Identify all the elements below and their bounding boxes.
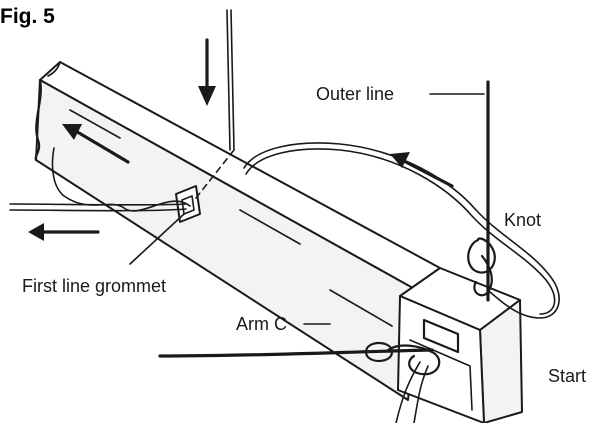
outer-knot: [467, 237, 496, 297]
start-line: [158, 348, 434, 358]
arrow-up-left-on-arm: [62, 124, 130, 164]
grommet-leader: [129, 213, 185, 265]
figure-title: Fig. 5: [0, 5, 55, 28]
start-block: [397, 267, 523, 423]
arrow-left: [28, 223, 100, 241]
outer-line-label: Outer line: [316, 84, 394, 104]
arrow-up-left-on-loop: [390, 152, 454, 188]
first-line-grommet-label: First line grommet: [22, 276, 166, 296]
start-label: Start: [548, 366, 586, 386]
loop-line: [243, 142, 560, 319]
hidden-line-dashed: [195, 149, 235, 199]
arm-c-beam: [34, 61, 441, 401]
start-knot: [364, 341, 441, 423]
knot-label: Knot: [504, 210, 541, 230]
top-vertical-line: [226, 9, 235, 151]
left-exit-line: [9, 147, 191, 212]
arm-c-label: Arm C: [236, 314, 287, 334]
arrow-down: [198, 38, 216, 106]
